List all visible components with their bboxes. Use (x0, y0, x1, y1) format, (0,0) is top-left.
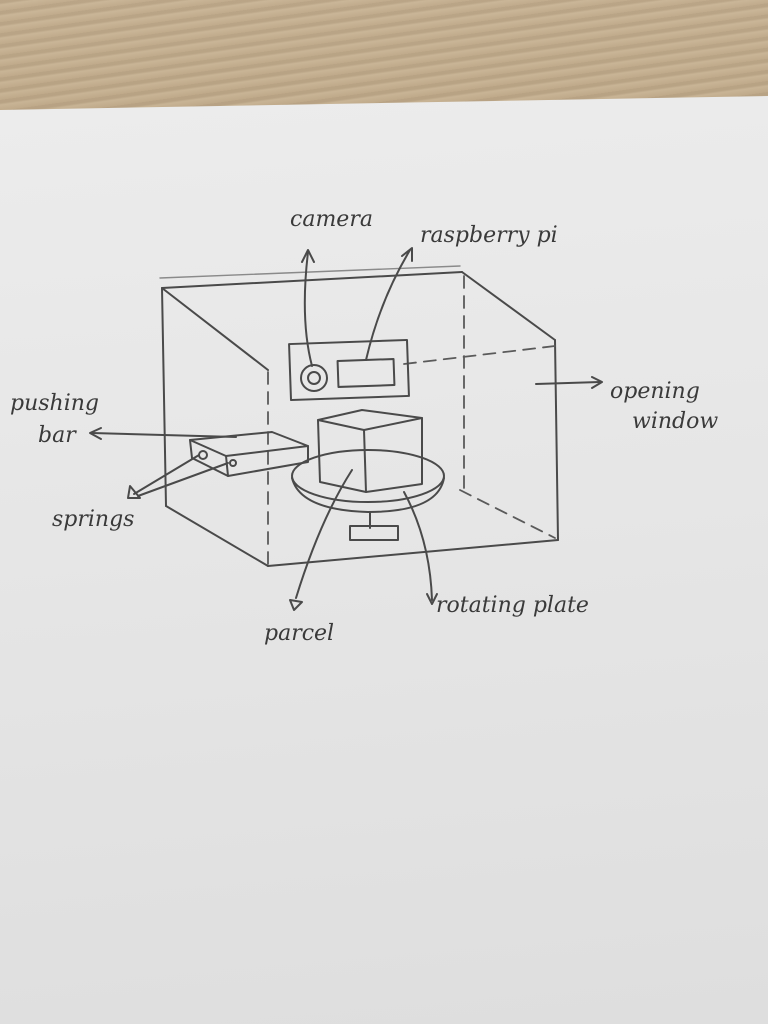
label-parcel: parcel (264, 621, 334, 646)
label-pushing-bar-line2: bar (38, 423, 77, 448)
label-pushing-bar-line1: pushing (10, 391, 99, 416)
camera-icon (301, 365, 327, 391)
label-rotating-plate: rotating plate (436, 593, 589, 618)
label-springs: springs (52, 507, 134, 532)
annotation-arrows (90, 248, 602, 610)
spring-icon (199, 451, 207, 459)
label-camera: camera (290, 207, 373, 232)
camera-panel (289, 340, 409, 400)
raspberry-pi-board (338, 359, 395, 387)
label-raspberry-pi: raspberry pi (420, 223, 558, 248)
spring-icon (230, 460, 236, 466)
label-opening-window-line1: opening (610, 379, 700, 404)
enclosure-box (160, 266, 558, 566)
label-opening-window-line2: window (632, 409, 718, 434)
